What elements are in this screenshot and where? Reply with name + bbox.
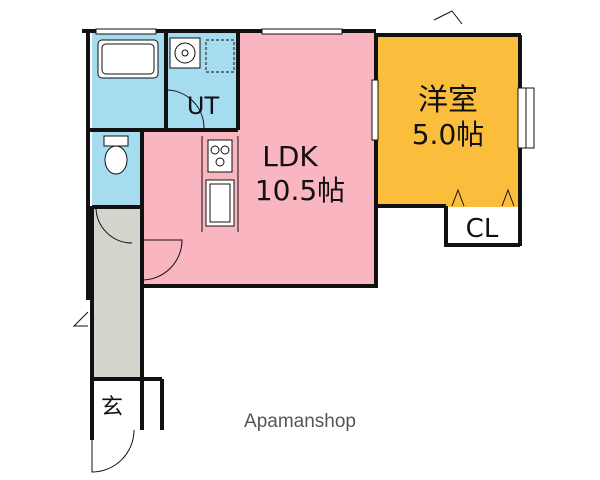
ldk-door-swing bbox=[141, 239, 183, 281]
toilet-tank bbox=[103, 135, 129, 147]
entrance-floor bbox=[92, 379, 160, 429]
western-room-floor bbox=[376, 37, 519, 207]
utility-label: UT bbox=[187, 92, 220, 120]
stove bbox=[207, 139, 233, 173]
toilet-door-swing bbox=[95, 206, 133, 244]
entrance-label: 玄 bbox=[101, 395, 123, 420]
entrance-door-swing bbox=[91, 429, 135, 473]
ldk-name: LDK bbox=[262, 140, 318, 173]
hallway-floor bbox=[92, 207, 142, 379]
closet-label: CL bbox=[466, 214, 499, 244]
western-room-size: 5.0帖 bbox=[412, 118, 485, 151]
toilet-bowl bbox=[104, 145, 128, 175]
utility-door-swing bbox=[165, 89, 205, 129]
closet-door-left bbox=[451, 188, 465, 207]
ldk-east-window bbox=[371, 79, 379, 141]
side-door-marker bbox=[72, 311, 89, 327]
windows bbox=[95, 28, 535, 149]
western-room-name: 洋室 bbox=[418, 83, 478, 118]
closet-door-right bbox=[501, 188, 515, 207]
watermark: Apamanshop bbox=[244, 411, 356, 432]
doors bbox=[72, 10, 515, 473]
roof-door-marker bbox=[433, 10, 463, 25]
fixtures bbox=[97, 37, 239, 232]
ldk-size: 10.5帖 bbox=[255, 174, 345, 207]
bath-window bbox=[95, 28, 157, 35]
closet-floor bbox=[446, 207, 518, 245]
ldk-north-window bbox=[261, 28, 343, 35]
